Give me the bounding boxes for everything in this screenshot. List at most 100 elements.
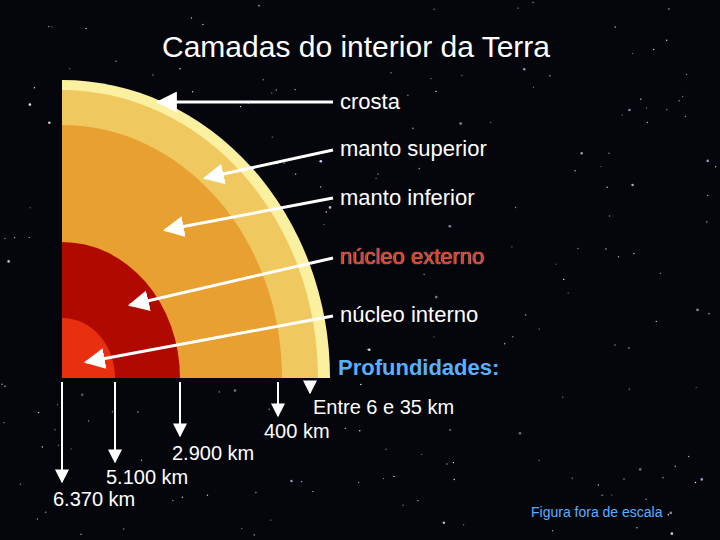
star bbox=[417, 500, 418, 501]
layer-label: manto inferior bbox=[340, 185, 475, 210]
star bbox=[696, 309, 699, 312]
star bbox=[29, 237, 30, 238]
star bbox=[539, 328, 540, 329]
star bbox=[549, 75, 550, 76]
star bbox=[670, 512, 673, 515]
star bbox=[37, 518, 38, 519]
star bbox=[34, 87, 35, 88]
depth-arrow bbox=[179, 382, 181, 436]
star bbox=[69, 68, 70, 69]
star bbox=[611, 494, 612, 495]
star bbox=[271, 92, 272, 93]
star bbox=[632, 53, 633, 54]
star bbox=[407, 95, 408, 96]
star bbox=[88, 420, 89, 421]
star bbox=[51, 26, 52, 27]
star bbox=[656, 321, 657, 322]
leader-arrow bbox=[130, 258, 333, 305]
star bbox=[71, 448, 72, 449]
star bbox=[695, 482, 696, 483]
star bbox=[312, 491, 313, 492]
star bbox=[430, 78, 431, 79]
star bbox=[191, 17, 192, 18]
star bbox=[614, 344, 615, 345]
leader-arrow bbox=[86, 316, 333, 362]
star bbox=[360, 384, 361, 385]
star bbox=[463, 524, 464, 525]
star bbox=[598, 484, 599, 485]
star bbox=[269, 409, 270, 410]
star bbox=[284, 163, 285, 164]
star bbox=[639, 468, 642, 471]
star bbox=[552, 530, 553, 531]
star bbox=[383, 478, 384, 479]
star bbox=[172, 500, 173, 501]
star bbox=[515, 207, 516, 208]
depth-arrow bbox=[277, 382, 279, 416]
star bbox=[258, 5, 259, 6]
diagram-title: Camadas do interior da Terra bbox=[162, 30, 550, 65]
depth-arrow bbox=[61, 382, 63, 482]
star bbox=[54, 429, 55, 430]
star bbox=[45, 512, 46, 513]
star bbox=[1, 384, 2, 385]
lower-mantle-layer bbox=[62, 125, 282, 378]
star bbox=[633, 253, 634, 254]
star bbox=[449, 225, 452, 228]
star bbox=[81, 394, 84, 397]
star bbox=[525, 314, 526, 315]
star bbox=[600, 166, 601, 167]
star bbox=[512, 336, 513, 337]
star bbox=[137, 411, 138, 412]
star bbox=[295, 173, 296, 174]
star bbox=[539, 460, 540, 461]
star bbox=[660, 273, 661, 274]
star bbox=[686, 74, 687, 75]
star bbox=[435, 91, 436, 92]
star bbox=[3, 422, 4, 423]
star bbox=[675, 466, 676, 467]
star bbox=[623, 478, 624, 479]
star bbox=[631, 184, 634, 187]
star bbox=[263, 79, 264, 80]
layer-label: núcleo externo bbox=[340, 244, 484, 269]
star bbox=[706, 160, 709, 163]
star bbox=[449, 429, 450, 430]
star bbox=[14, 237, 15, 238]
star bbox=[112, 411, 113, 412]
star bbox=[562, 396, 563, 397]
star bbox=[608, 153, 609, 154]
star bbox=[192, 91, 193, 92]
star bbox=[57, 404, 58, 405]
star bbox=[423, 274, 424, 275]
star bbox=[48, 26, 49, 27]
star bbox=[666, 109, 667, 110]
star bbox=[290, 480, 293, 483]
star bbox=[255, 492, 256, 493]
star bbox=[345, 428, 346, 429]
star bbox=[141, 460, 142, 461]
star bbox=[707, 195, 708, 196]
star bbox=[706, 221, 707, 222]
star bbox=[219, 391, 220, 392]
star bbox=[402, 505, 403, 506]
star bbox=[58, 445, 59, 446]
star bbox=[605, 248, 606, 249]
star bbox=[572, 478, 573, 479]
star bbox=[517, 7, 518, 8]
star bbox=[434, 9, 435, 10]
crust-layer bbox=[62, 80, 330, 378]
star bbox=[390, 72, 391, 73]
star bbox=[580, 152, 583, 155]
star bbox=[240, 106, 241, 107]
outer-core-layer bbox=[62, 242, 180, 378]
star bbox=[628, 109, 631, 112]
star bbox=[202, 24, 203, 25]
star bbox=[80, 534, 81, 535]
inner-core-layer bbox=[62, 318, 115, 378]
star bbox=[615, 26, 616, 27]
star bbox=[123, 528, 124, 529]
star bbox=[375, 178, 376, 179]
star bbox=[301, 481, 302, 482]
